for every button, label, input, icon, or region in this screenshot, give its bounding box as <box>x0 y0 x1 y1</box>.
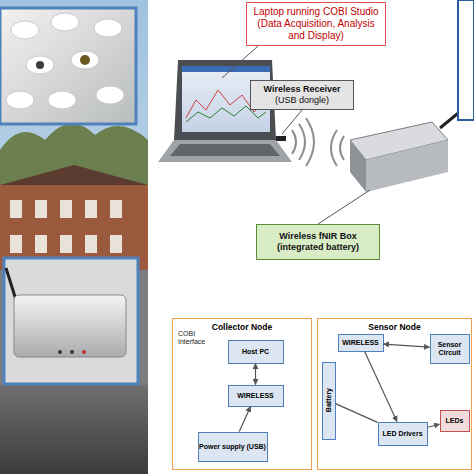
node-text: Laptop running COBI Studio (Data Acquisi… <box>249 6 383 42</box>
fnir-box-photo <box>14 295 126 357</box>
node-text: Host PC <box>242 348 269 355</box>
connector <box>384 344 430 347</box>
node-text: Battery <box>325 388 332 412</box>
callout-box: Laptop running COBI Studio (Data Acquisi… <box>246 2 386 46</box>
process-box: LED Drivers <box>378 422 428 446</box>
antenna <box>6 268 16 300</box>
usb-dongle <box>276 136 286 141</box>
windows <box>10 200 122 253</box>
wireless-waves <box>292 118 344 166</box>
node-subtext: (integrated battery) <box>277 242 359 253</box>
node-text: LEDs <box>446 417 464 424</box>
device-photo <box>4 258 138 384</box>
roof <box>0 165 148 185</box>
laptop-base <box>158 140 292 162</box>
group-box: Sensor NodeWIRELESS Sensor CircuitBattery… <box>317 318 472 470</box>
process-box: Power supply (USB) <box>198 432 268 462</box>
node-subtext: (USB dongle) <box>275 95 329 106</box>
process-box: WIRELESS <box>338 334 384 352</box>
connector <box>239 407 250 432</box>
node-text: WIRELESS <box>237 392 274 399</box>
interface-label: COBI Interface <box>178 330 218 346</box>
process-box: LEDs <box>440 410 470 432</box>
sky <box>0 0 148 474</box>
connector <box>255 364 256 385</box>
node-text: Sensor Circuit <box>431 341 469 357</box>
connector <box>336 404 378 423</box>
node-text: Sensor Node <box>368 322 420 332</box>
node-text: LED Drivers <box>382 430 422 437</box>
background-photo <box>0 0 148 474</box>
node-text: Collector Node <box>212 322 272 332</box>
connector <box>428 424 440 427</box>
node-text: Power supply (USB) <box>199 443 266 451</box>
process-box: Sensor Circuit <box>430 334 470 364</box>
leader-lines <box>222 46 370 224</box>
cropped-panel <box>458 0 474 120</box>
fnir-box <box>350 110 462 192</box>
node-text: Wireless fNIR Box <box>279 231 356 242</box>
battery-box: Battery <box>322 362 336 440</box>
node-text: Wireless Receiver <box>264 84 341 95</box>
process-box: WIRELESS <box>228 385 284 407</box>
led-window <box>80 55 90 65</box>
connector <box>365 352 397 422</box>
process-box: Host PC <box>228 340 284 364</box>
road <box>0 385 148 474</box>
keyboard <box>170 144 280 156</box>
detector-window <box>36 61 44 69</box>
callout-box: Wireless Receiver(USB dongle) <box>250 80 354 110</box>
sensor-pad-photo <box>0 8 136 124</box>
node-text: WIRELESS <box>342 339 379 346</box>
sensor-bumps <box>6 13 124 109</box>
photo-frame <box>0 8 136 124</box>
callout-box: Wireless fNIR Box(integrated battery) <box>256 224 380 260</box>
photo-frame <box>4 258 138 384</box>
